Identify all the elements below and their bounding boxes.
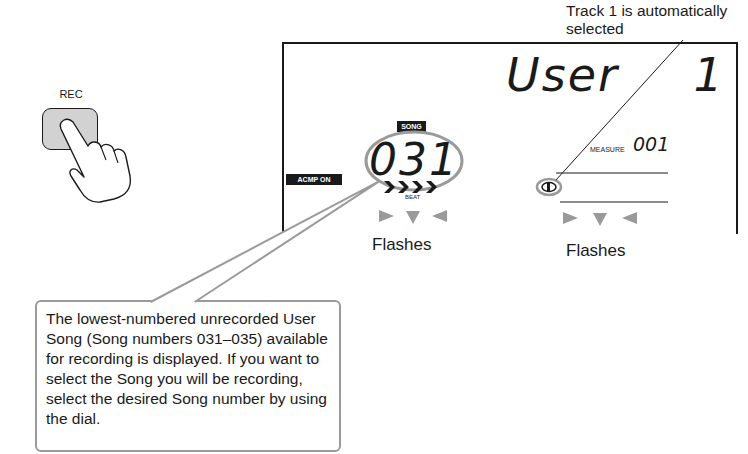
lcd-text: User 1 <box>506 52 725 98</box>
measure-label: MEASURE <box>590 146 625 153</box>
measure-number: 001 <box>633 135 669 154</box>
status-note: Flashes <box>566 242 626 260</box>
indicator-text: ACMP ON <box>286 176 342 183</box>
song-number-ring: 031 <box>364 130 464 192</box>
rec-button: REC <box>42 108 98 150</box>
song-badge: SONG <box>397 121 426 132</box>
callout-text: The lowest-numbered unrecorded User Song… <box>37 302 339 436</box>
song-number: 031 <box>364 138 464 182</box>
finger-crease <box>101 147 118 163</box>
badge-text: SONG <box>397 123 426 130</box>
callout-box: The lowest-numbered unrecorded User Song… <box>35 300 341 452</box>
status-note: Flashes <box>372 236 432 254</box>
beat-label: BEAT <box>405 194 420 200</box>
note-text: Track 1 is automatically selected <box>566 2 748 38</box>
button-label: REC <box>43 89 99 100</box>
lcd-display: User 1 MEASURE 001BEAT SONG 031ACMP ON <box>282 42 738 234</box>
acmp-indicator: ACMP ON <box>286 174 342 185</box>
